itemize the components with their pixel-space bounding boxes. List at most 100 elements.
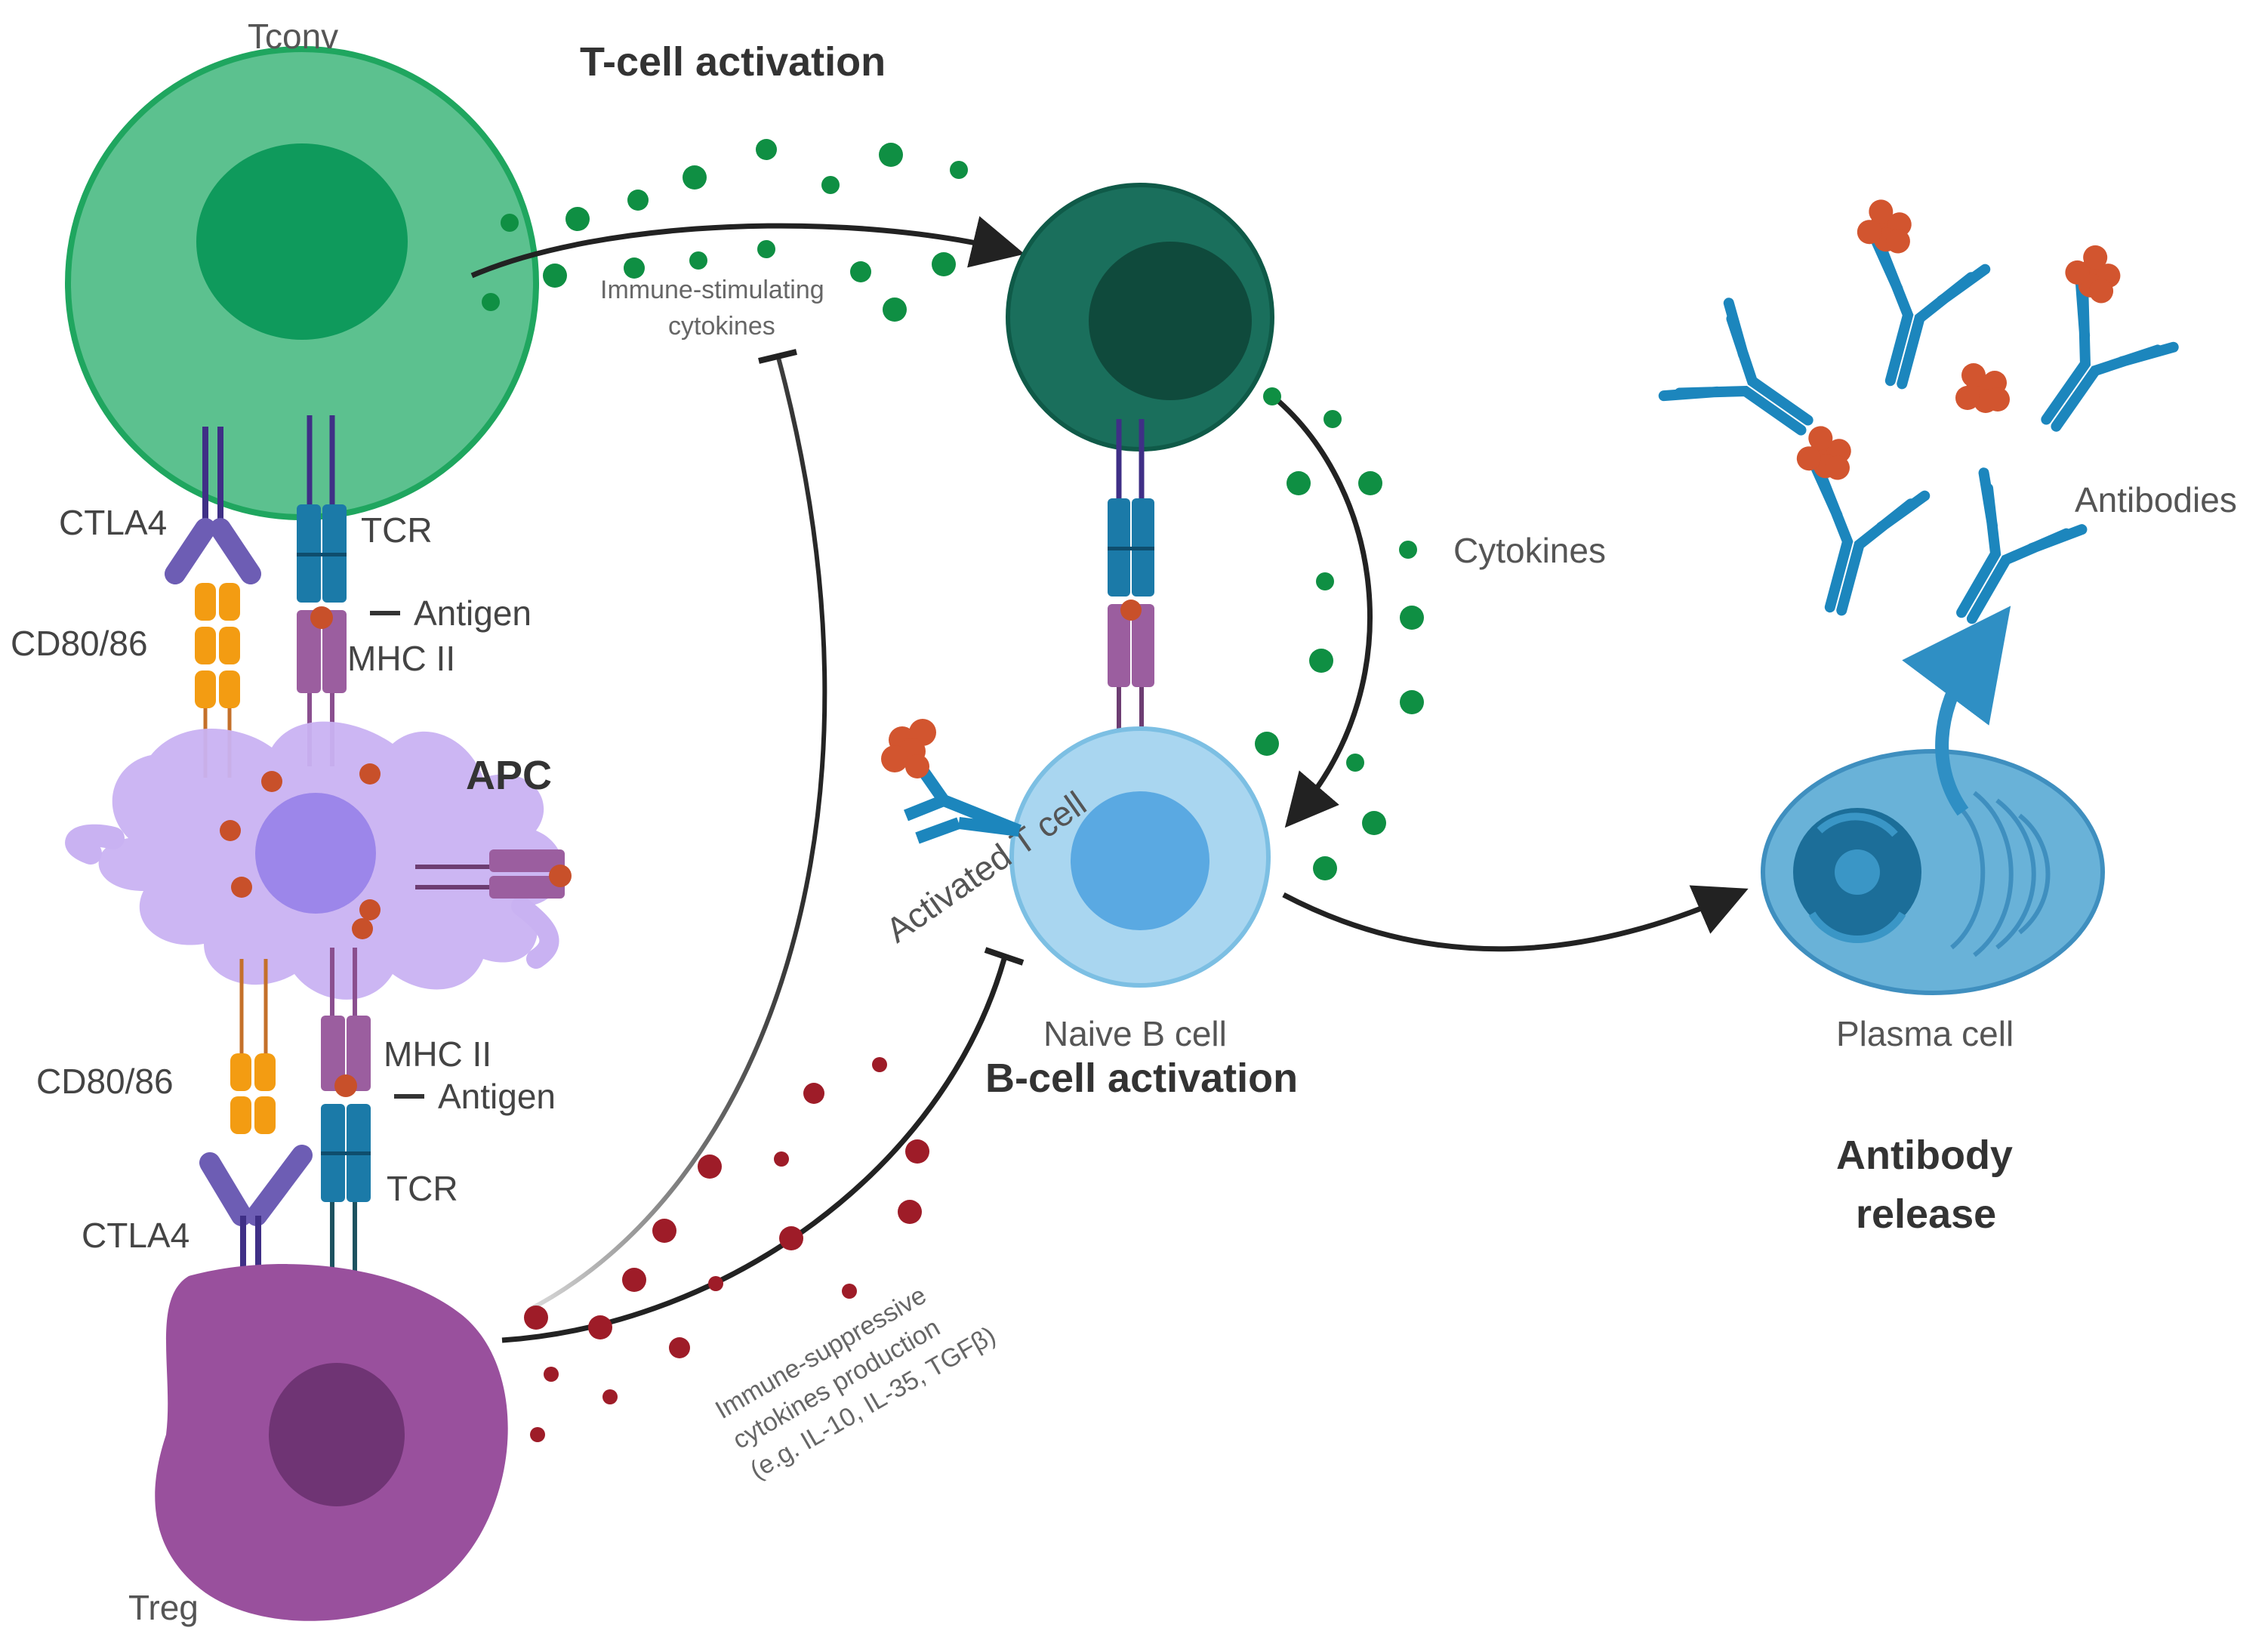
antibody: [1796, 426, 1931, 616]
green-cytokine-dot: [1400, 690, 1424, 714]
green-cytokine-dot: [1316, 572, 1334, 590]
treg-label: Treg: [128, 1588, 199, 1627]
mhc-ii-bottom: [321, 948, 371, 1097]
apc-cell: [65, 721, 564, 1000]
green-cytokine-dot: [932, 252, 956, 276]
activated-t-to-b-cell-arrow: [1266, 390, 1373, 828]
antibody-release-title-1: Antibody: [1836, 1133, 2013, 1178]
green-cytokine-dot: [1358, 471, 1382, 495]
tcr-label-bottom: TCR: [387, 1169, 458, 1208]
cd80-86-label-top: CD80/86: [11, 624, 148, 663]
free-antigen-cluster: [1955, 363, 2010, 413]
cd80-86-ligand-bottom: [230, 959, 276, 1134]
red-cytokine-dot: [698, 1154, 722, 1179]
antibody: [1658, 297, 1813, 436]
red-cytokine-dot: [669, 1337, 690, 1358]
green-cytokine-dot: [883, 297, 907, 322]
green-cytokine-dot: [1313, 856, 1337, 880]
ctla4-receptor-top: [165, 427, 261, 584]
immune-suppressive-cytokines: [524, 1057, 929, 1442]
activated-t-cell: [1006, 183, 1274, 755]
red-cytokine-dot: [708, 1276, 723, 1291]
antibodies-cluster: [1658, 199, 2179, 624]
green-cytokine-dot: [1362, 811, 1386, 835]
antigen-dot: [352, 918, 373, 939]
antibodies-label: Antibodies: [2075, 480, 2237, 519]
green-cytokine-dot: [879, 143, 903, 167]
treg-cell: [155, 1264, 508, 1621]
green-cytokine-dot: [543, 264, 567, 288]
green-cytokine-dot: [850, 261, 871, 282]
antigen-label-top: Antigen: [414, 593, 532, 633]
naive-b-nucleus: [1071, 791, 1209, 930]
immune-stimulating-label-1: Immune-stimulating: [600, 276, 824, 304]
green-cytokine-dot: [756, 139, 777, 160]
antibody: [2041, 245, 2179, 432]
antigen-dot: [359, 899, 381, 920]
naive-b-cell: [1009, 726, 1271, 988]
mhc-ii-label-bottom: MHC II: [384, 1034, 492, 1074]
inhibition-bar-top: [758, 349, 797, 364]
red-cytokine-dot: [530, 1427, 545, 1442]
red-cytokine-dot: [602, 1389, 618, 1404]
green-cytokine-dot: [565, 207, 590, 231]
green-cytokine-dot: [1309, 649, 1333, 673]
green-cytokine-dot: [1399, 541, 1417, 559]
activated-t-nucleus: [1089, 242, 1252, 400]
immune-stimulating-cytokines: [482, 139, 1424, 880]
b-cell-receptor: [881, 719, 1022, 844]
cd80-86-label-bottom: CD80/86: [36, 1062, 174, 1101]
ctla4-label-bottom: CTLA4: [82, 1216, 190, 1255]
antibody: [1857, 199, 1991, 390]
green-cytokine-dot: [683, 165, 707, 190]
antigen-cluster: [881, 719, 936, 778]
red-cytokine-dot: [905, 1139, 929, 1164]
plasma-cell-label: Plasma cell: [1836, 1014, 2014, 1053]
red-cytokine-dot: [622, 1268, 646, 1292]
green-cytokine-dot: [482, 293, 500, 311]
green-cytokine-dot: [1324, 410, 1342, 428]
red-cytokine-dot: [652, 1219, 676, 1243]
green-cytokine-dot: [1255, 732, 1279, 756]
tconv-cell: [65, 46, 539, 520]
inhibition-bar-bottom: [984, 947, 1025, 966]
green-cytokine-dot: [1263, 387, 1281, 405]
tconv-nucleus: [196, 143, 408, 340]
b-cell-to-plasma-arrow: [1282, 885, 1749, 952]
red-cytokine-dot: [524, 1306, 548, 1330]
tcr-receptor-top: [297, 415, 347, 603]
treg-inhibits-tconv-cytokines-line: [527, 354, 827, 1312]
treg-nucleus: [269, 1363, 405, 1506]
tconv-label: Tconv: [248, 17, 338, 56]
red-cytokine-dot: [872, 1057, 887, 1072]
antibody: [1956, 467, 2088, 624]
tcr-label-top: TCR: [361, 510, 433, 550]
red-cytokine-dot: [774, 1151, 789, 1167]
green-cytokine-dot: [501, 214, 519, 232]
antigen-dot: [220, 820, 241, 841]
green-cytokine-dot: [757, 240, 775, 258]
apc-side-mhc: [415, 849, 572, 899]
t-cell-activation-title: T-cell activation: [580, 39, 886, 85]
cytokines-label: Cytokines: [1453, 531, 1606, 570]
antigen-dot: [261, 771, 282, 792]
green-cytokine-dot: [1400, 606, 1424, 630]
ctla4-label-top: CTLA4: [59, 503, 167, 542]
naive-b-cell-label: Naive B cell: [1043, 1014, 1227, 1053]
apc-nucleus: [255, 793, 376, 914]
antigen-label-bottom: Antigen: [438, 1077, 556, 1116]
green-cytokine-dot: [624, 257, 645, 279]
mhc-ii-label-top: MHC II: [347, 639, 455, 678]
b-cell-activation-title: B-cell activation: [985, 1056, 1298, 1101]
tconv-to-activated-t-arrow: [470, 216, 1025, 279]
green-cytokine-dot: [627, 190, 649, 211]
antigen-dot: [359, 763, 381, 785]
green-cytokine-dot: [1346, 754, 1364, 772]
red-cytokine-dot: [544, 1367, 559, 1382]
red-cytokine-dot: [588, 1315, 612, 1339]
green-cytokine-dot: [689, 251, 707, 270]
immune-stimulating-label-2: cytokines: [668, 312, 775, 341]
red-cytokine-dot: [779, 1226, 803, 1250]
green-cytokine-dot: [821, 176, 840, 194]
